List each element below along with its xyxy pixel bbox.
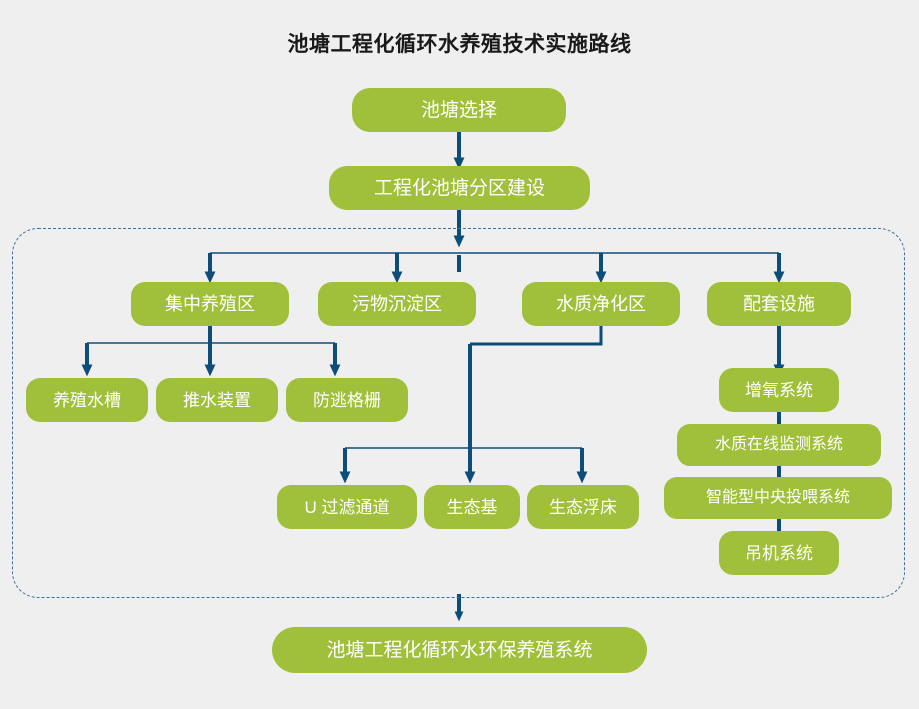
node-zoning[interactable]: 工程化池塘分区建设 <box>329 166 590 210</box>
node-result-label: 池塘工程化循环水环保养殖系统 <box>326 639 593 661</box>
node-smart-feeder[interactable]: 智能型中央投喂系统 <box>664 477 892 519</box>
node-zone-culture[interactable]: 集中养殖区 <box>131 282 289 326</box>
node-water-pusher[interactable]: 推水装置 <box>156 378 278 422</box>
node-eco-base-label: 生态基 <box>446 497 498 517</box>
node-oxygen-system-label: 增氧系统 <box>745 380 813 400</box>
node-water-pusher-label: 推水装置 <box>183 390 251 410</box>
node-zone-purify[interactable]: 水质净化区 <box>522 282 680 326</box>
node-zone-support-label: 配套设施 <box>743 294 815 314</box>
node-result[interactable]: 池塘工程化循环水环保养殖系统 <box>272 627 647 673</box>
node-escape-grid[interactable]: 防逃格栅 <box>286 378 408 422</box>
node-zone-culture-label: 集中养殖区 <box>165 294 255 314</box>
node-escape-grid-label: 防逃格栅 <box>313 390 381 410</box>
node-zone-support[interactable]: 配套设施 <box>707 282 851 326</box>
node-zone-purify-label: 水质净化区 <box>556 294 646 314</box>
node-start-label: 池塘选择 <box>420 99 497 121</box>
node-zone-sediment-label: 污物沉淀区 <box>352 294 442 314</box>
node-culture-tank[interactable]: 养殖水槽 <box>26 378 148 422</box>
node-crane-system-label: 吊机系统 <box>745 543 813 563</box>
node-culture-tank-label: 养殖水槽 <box>53 390 121 410</box>
node-oxygen-system[interactable]: 增氧系统 <box>719 368 839 412</box>
node-eco-float[interactable]: 生态浮床 <box>527 485 639 529</box>
node-u-filter[interactable]: U 过滤通道 <box>277 485 417 529</box>
node-u-filter-label: U 过滤通道 <box>304 497 390 517</box>
node-smart-feeder-label: 智能型中央投喂系统 <box>705 489 850 506</box>
node-crane-system[interactable]: 吊机系统 <box>719 531 839 575</box>
node-start[interactable]: 池塘选择 <box>352 88 566 132</box>
node-zone-sediment[interactable]: 污物沉淀区 <box>318 282 476 326</box>
node-water-monitor-label: 水质在线监测系统 <box>714 436 843 453</box>
node-water-monitor[interactable]: 水质在线监测系统 <box>677 424 881 466</box>
page-title: 池塘工程化循环水养殖技术实施路线 <box>287 33 632 56</box>
node-zoning-label: 工程化池塘分区建设 <box>373 177 545 199</box>
node-eco-float-label: 生态浮床 <box>549 497 617 517</box>
node-eco-base[interactable]: 生态基 <box>424 485 520 529</box>
